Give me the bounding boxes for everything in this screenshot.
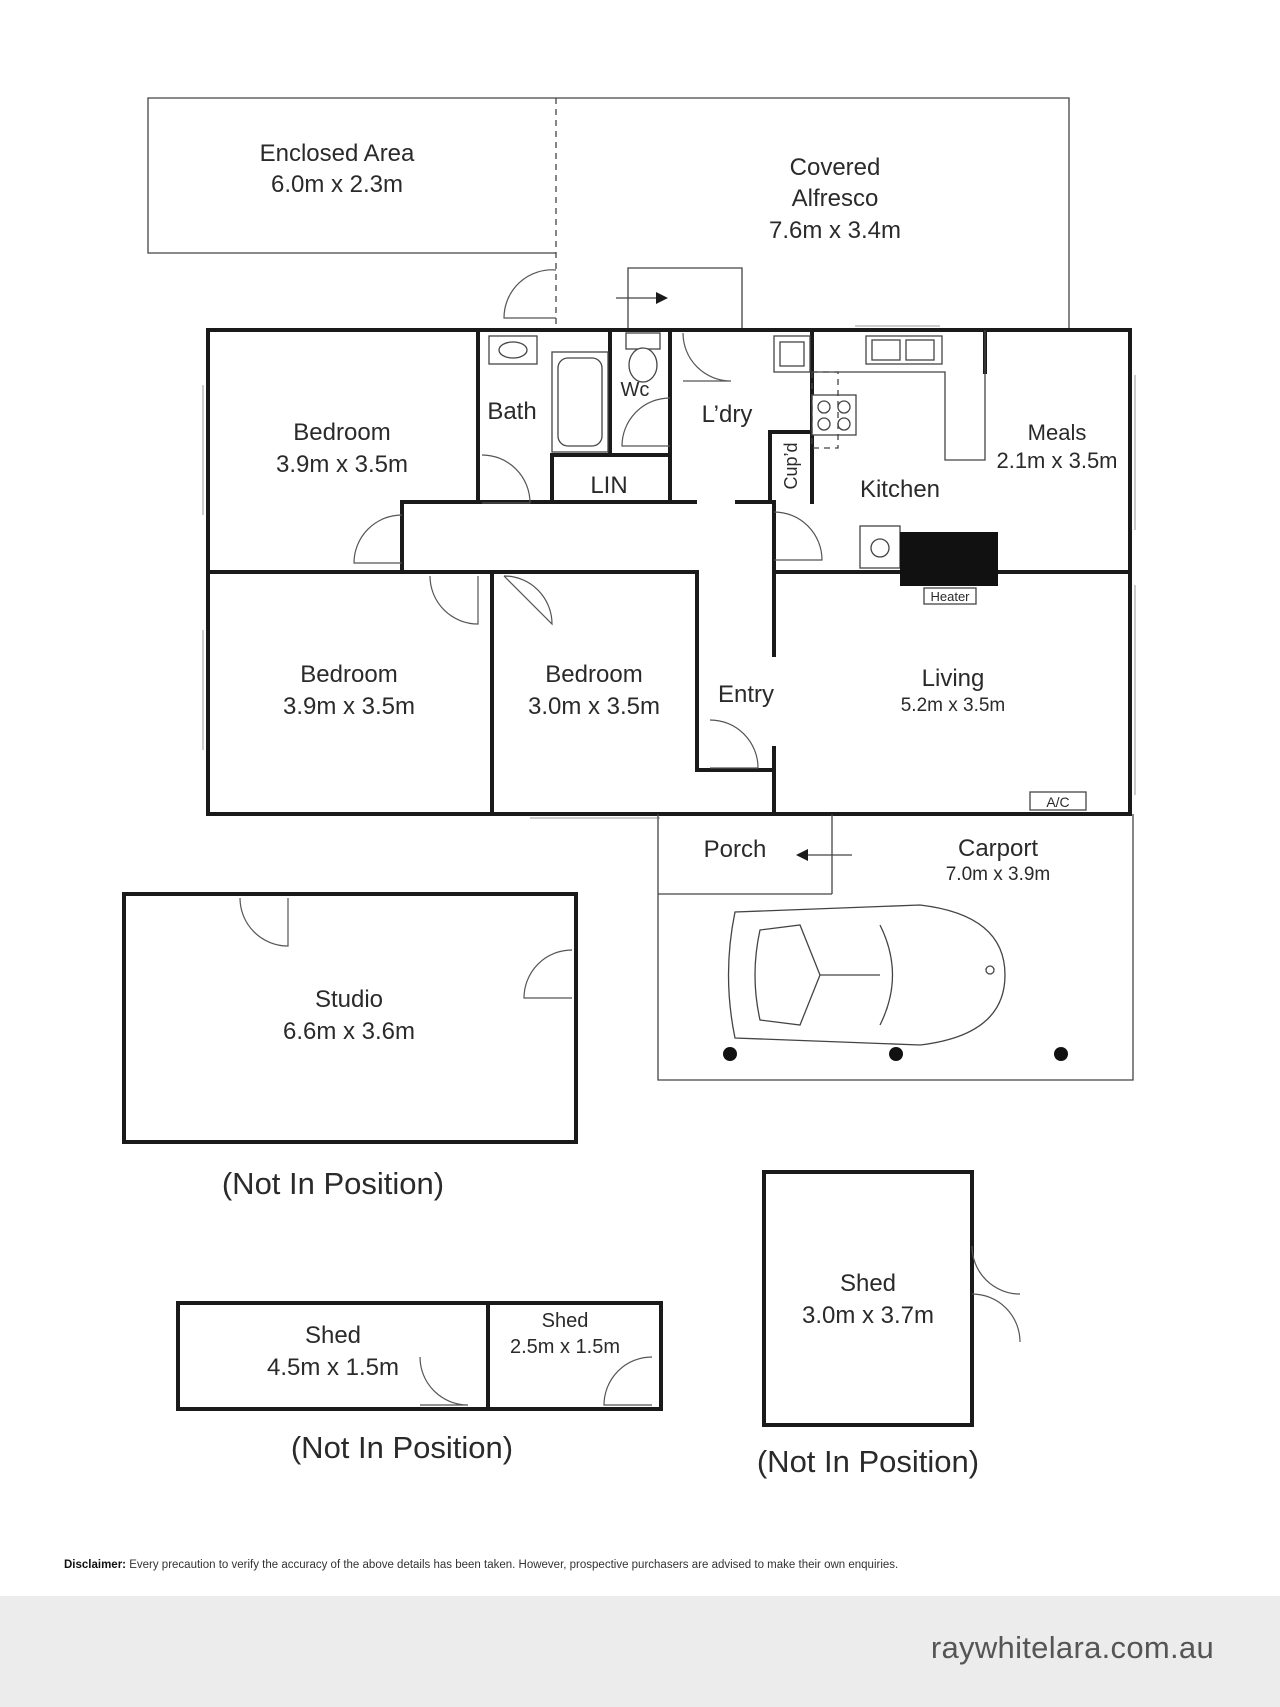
alfresco-label-line2: Alfresco	[792, 185, 879, 212]
alfresco-size: 7.6m x 3.4m	[769, 217, 901, 244]
shed-small-label: Shed	[542, 1310, 589, 1332]
enclosed-area-label: Enclosed Area	[260, 140, 415, 167]
studio-label: Studio	[315, 986, 383, 1013]
enclosed-area-size: 6.0m x 2.3m	[271, 171, 403, 198]
carport-size: 7.0m x 3.9m	[946, 864, 1051, 885]
carport-label: Carport	[958, 835, 1038, 862]
bedroom-2-size: 3.9m x 3.5m	[283, 693, 415, 720]
disclaimer-label: Disclaimer:	[64, 1559, 127, 1571]
shed-large-label: Shed	[305, 1322, 361, 1349]
entry-label: Entry	[718, 681, 774, 708]
shed-square-size: 3.0m x 3.7m	[802, 1302, 934, 1329]
disclaimer-text: Every precaution to verify the accuracy …	[129, 1559, 899, 1571]
bedroom-2-label: Bedroom	[300, 661, 397, 688]
enclosed-area-door	[503, 269, 557, 319]
wc-fixture	[625, 332, 661, 383]
studio-outline	[122, 892, 578, 1144]
floor-plan: .wall { stroke: #1a1a1a; stroke-width: 4…	[122, 97, 1136, 1479]
disclaimer: Disclaimer: Every precaution to verify t…	[64, 1559, 898, 1571]
laundry-tub	[773, 335, 811, 373]
bedroom-3-size: 3.0m x 3.5m	[528, 693, 660, 720]
interior-doors	[353, 332, 823, 769]
living-size: 5.2m x 3.5m	[901, 695, 1006, 716]
kitchen-label: Kitchen	[860, 476, 940, 503]
studio-not-in-position: (Not In Position)	[222, 1166, 444, 1201]
bath-fixtures	[488, 335, 609, 453]
shed-square-not-in-position: (Not In Position)	[757, 1444, 979, 1479]
bedroom-1-label: Bedroom	[293, 419, 390, 446]
shed-large-size: 4.5m x 1.5m	[267, 1354, 399, 1381]
footer-band: raywhitelara.com.au	[0, 1596, 1280, 1707]
alfresco-step	[616, 267, 743, 328]
studio-size: 6.6m x 3.6m	[283, 1018, 415, 1045]
sheds-not-in-position: (Not In Position)	[291, 1430, 513, 1465]
website-link[interactable]: raywhitelara.com.au	[930, 1630, 1214, 1665]
windows	[202, 325, 1136, 819]
heater-label: Heater	[930, 589, 970, 604]
sheds-outline	[176, 1170, 1021, 1427]
aircon-unit	[1029, 791, 1087, 811]
living-label: Living	[922, 665, 985, 692]
meals-label: Meals	[1028, 420, 1087, 445]
kitchen-benches	[811, 330, 986, 461]
meals-size: 2.1m x 3.5m	[996, 448, 1117, 473]
enclosed-area-outline	[147, 97, 1070, 328]
bedroom-3-label: Bedroom	[545, 661, 642, 688]
cupboard-label: Cup’d	[781, 442, 801, 489]
bedroom-1-size: 3.9m x 3.5m	[276, 451, 408, 478]
house-walls	[206, 328, 1132, 816]
aircon-label: A/C	[1046, 794, 1069, 810]
heater-fixture	[859, 525, 998, 605]
porch-carport-outline	[657, 814, 1134, 1081]
alfresco-label-line1: Covered	[790, 154, 881, 181]
shed-small-size: 2.5m x 1.5m	[510, 1336, 620, 1358]
linen-label: LIN	[590, 472, 627, 499]
laundry-label: L’dry	[702, 401, 753, 428]
shed-square-label: Shed	[840, 1270, 896, 1297]
car-outline	[727, 904, 1006, 1046]
porch-label: Porch	[704, 836, 767, 863]
wc-label: Wc	[621, 379, 650, 401]
bath-label: Bath	[487, 398, 536, 425]
